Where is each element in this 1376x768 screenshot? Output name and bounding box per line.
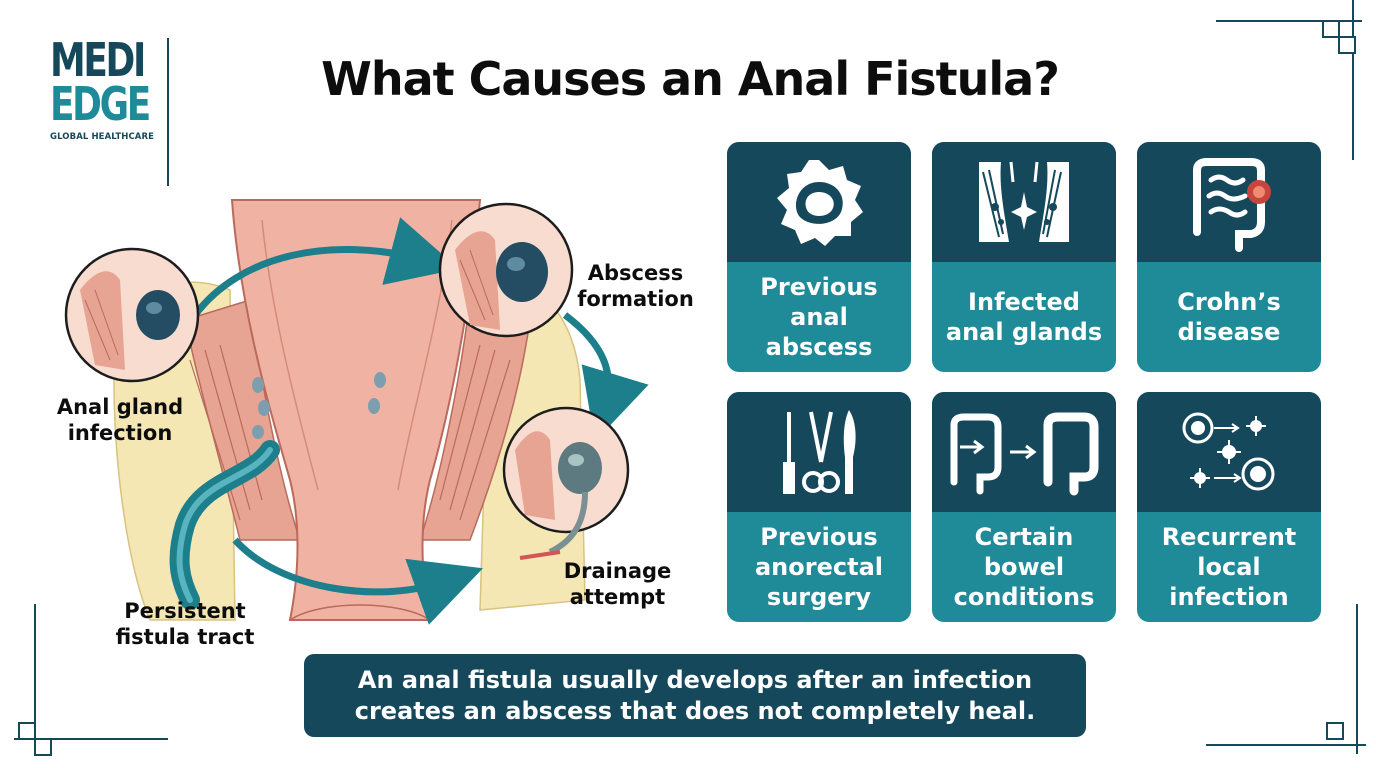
anatomy-illustration	[64, 199, 649, 625]
arrow-to-fistula	[232, 537, 483, 625]
inset-drainage-attempt	[502, 406, 630, 560]
page-title: What Causes an Anal Fistula?	[321, 52, 1060, 106]
anal-glands	[252, 372, 386, 439]
label-line: attempt	[569, 585, 666, 609]
anal-glands-icon	[979, 161, 1069, 242]
logo-line-2: EDGE	[50, 77, 151, 131]
germs-icon	[1182, 412, 1275, 491]
logo-tagline: GLOBAL HEALTHCARE	[50, 132, 155, 142]
label-line: Persistent	[124, 599, 246, 623]
abscess-icon	[777, 160, 863, 246]
logo-divider	[167, 38, 169, 186]
cause-label: Previous anal abscess	[760, 273, 878, 361]
intestine-inflammation-icon	[1193, 158, 1271, 252]
label-line: Anal gland	[56, 395, 184, 419]
label-line: infection	[67, 421, 173, 445]
label-line: formation	[577, 287, 694, 311]
cause-label: Previous anorectal surgery	[754, 523, 883, 611]
cause-card-recurrent-local-infection: Recurrent local infection	[1137, 392, 1321, 622]
cause-label: Crohn’s disease	[1177, 288, 1281, 346]
summary-text: An anal fistula usually develops after a…	[354, 665, 1036, 725]
cause-label: Certain bowel conditions	[953, 523, 1095, 611]
cause-card-previous-anal-abscess: Previous anal abscess	[727, 142, 911, 372]
fistula-development-diagram: Anal gland infection Abscess formation D…	[0, 180, 720, 660]
logo-line-1: MEDI	[50, 33, 146, 87]
brand-logo: MEDI EDGE GLOBAL HEALTHCARE	[50, 33, 169, 186]
inset-abscess-formation	[438, 202, 574, 338]
cause-card-previous-anorectal-surgery: Previous anorectal surgery	[727, 392, 911, 622]
label-line: Drainage	[563, 559, 672, 583]
cause-label: Recurrent local infection	[1161, 523, 1297, 611]
cause-card-certain-bowel-conditions: Certain bowel conditions	[932, 392, 1116, 622]
label-line: fistula tract	[115, 625, 255, 649]
progression-arrows	[192, 217, 649, 625]
label-persistent-fistula-tract: Persistent fistula tract	[100, 598, 270, 650]
arrow-to-abscess	[192, 217, 459, 318]
label-line: Abscess	[587, 261, 684, 285]
bowel-comparison-icon	[950, 412, 1099, 496]
anal-sphincter-muscles	[184, 298, 531, 541]
label-anal-gland-infection: Anal gland infection	[35, 394, 205, 446]
label-drainage-attempt: Drainage attempt	[550, 558, 685, 610]
cause-card-crohns-disease: Crohn’s disease	[1137, 142, 1321, 372]
surgical-tools-icon	[783, 410, 856, 494]
cause-card-infected-anal-glands: Infected anal glands	[932, 142, 1116, 372]
inset-gland-infection	[64, 247, 200, 383]
summary-banner: An anal fistula usually develops after a…	[304, 654, 1086, 737]
arrow-to-drainage	[562, 312, 649, 442]
cause-label: Infected anal glands	[945, 288, 1103, 346]
label-abscess-formation: Abscess formation	[568, 260, 703, 312]
